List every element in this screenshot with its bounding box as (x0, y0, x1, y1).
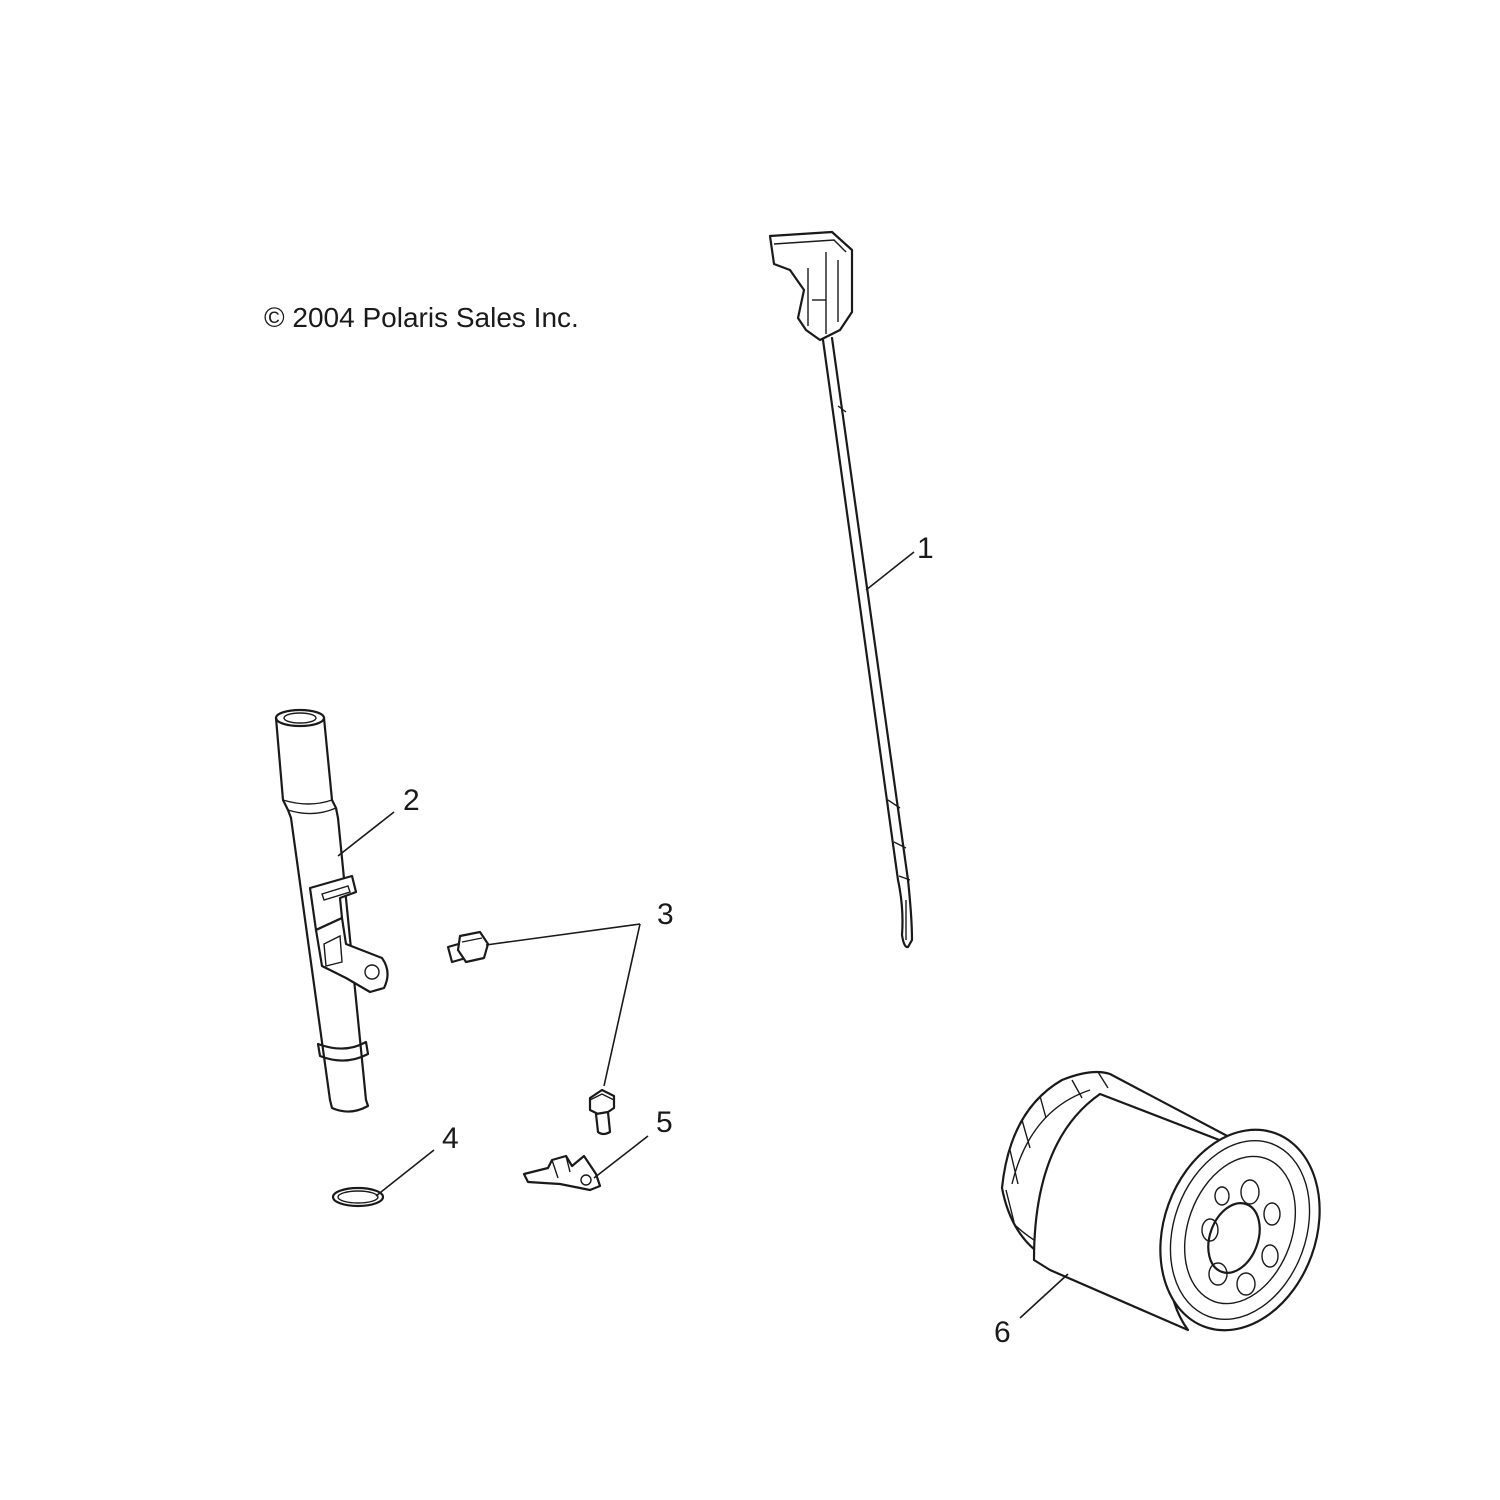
callout-3: 3 (657, 898, 674, 931)
leader-line-1 (865, 551, 915, 591)
copyright-notice: © 2004 Polaris Sales Inc. (264, 302, 579, 333)
callout-6: 6 (994, 1316, 1011, 1349)
bracket (522, 1154, 602, 1192)
dipstick (768, 230, 914, 949)
dipstick-tube (274, 708, 389, 1113)
bolt-lower (588, 1088, 616, 1136)
leader-line-4 (375, 1149, 435, 1197)
oil-filter (1000, 1070, 1321, 1332)
dipstick-handle (768, 230, 854, 342)
o-ring (331, 1186, 385, 1208)
leader-line-5 (593, 1135, 649, 1179)
leader-lines (337, 551, 1069, 1319)
leader-line-3b (603, 923, 641, 1087)
leader-line-2 (337, 811, 395, 857)
leader-line-3a (485, 923, 641, 946)
leader-line-6 (1019, 1273, 1069, 1319)
callout-5: 5 (656, 1106, 673, 1139)
callout-1: 1 (917, 532, 934, 565)
callout-4: 4 (442, 1122, 459, 1155)
bolt-upper (446, 930, 490, 964)
callout-2: 2 (403, 784, 420, 817)
dipstick-rod (821, 336, 914, 949)
